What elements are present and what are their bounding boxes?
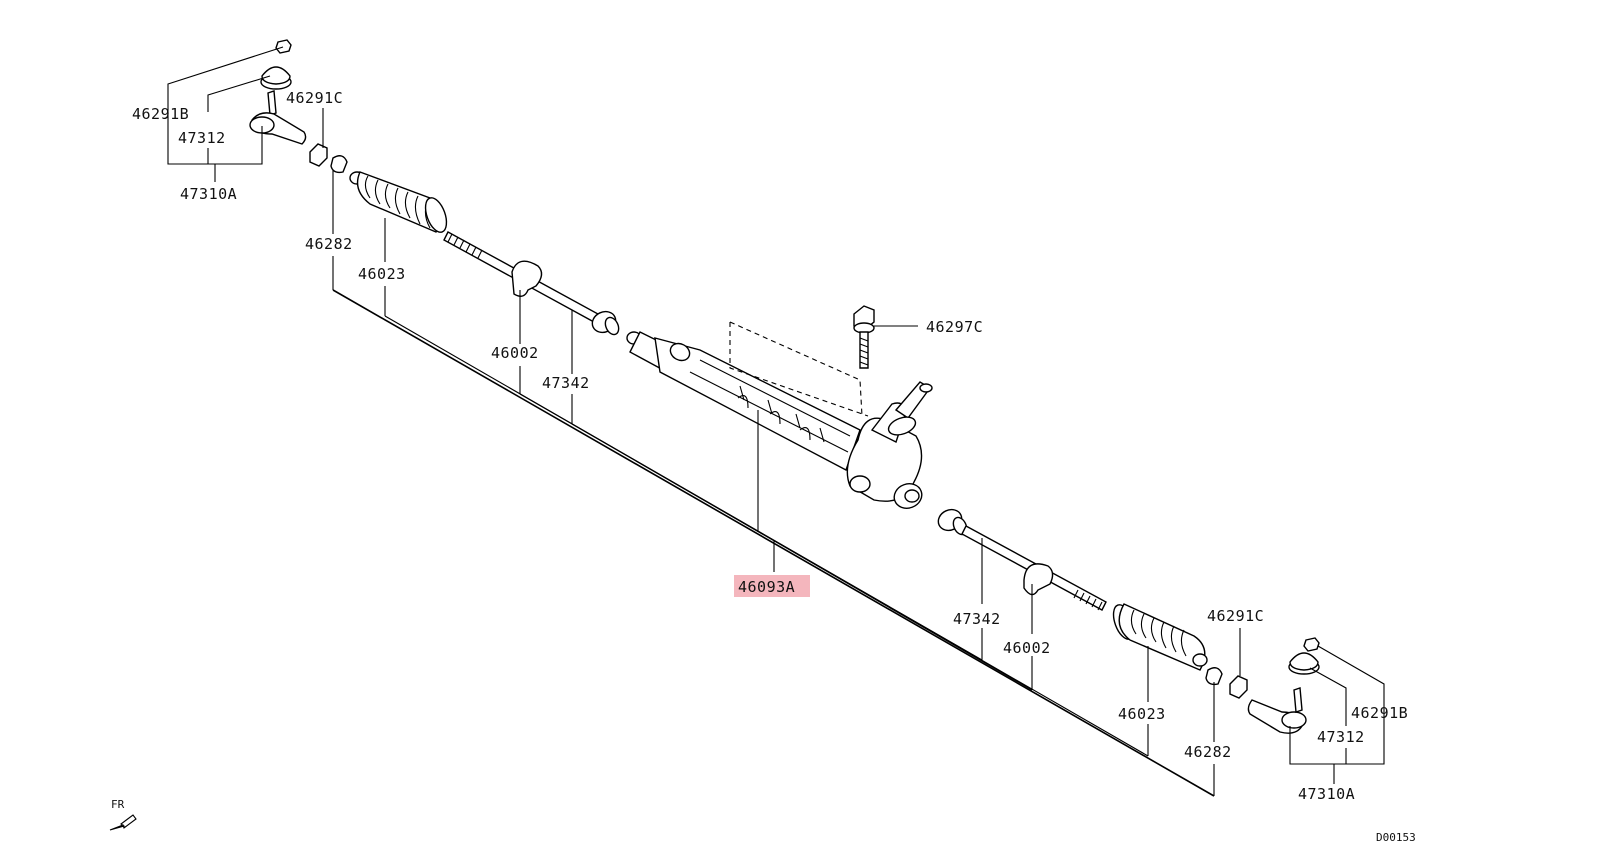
label-46291b-left[interactable]: 46291B [132, 105, 189, 123]
label-46297c[interactable]: 46297C [926, 318, 983, 336]
label-46023-left[interactable]: 46023 [358, 265, 406, 283]
drawing-code: D00153 [1376, 831, 1416, 844]
right-lock-nut[interactable] [1229, 675, 1248, 699]
label-46023-right[interactable]: 46023 [1118, 705, 1166, 723]
left-tie-rod-end[interactable] [249, 90, 307, 145]
right-boot-clamp[interactable] [1023, 563, 1054, 596]
left-bellows-boot[interactable] [349, 171, 451, 235]
mounting-bolt[interactable] [853, 305, 918, 369]
right-tie-rod-end-group [1205, 628, 1385, 796]
left-cap-nut[interactable] [275, 39, 292, 54]
label-46291c-left[interactable]: 46291C [286, 89, 343, 107]
right-clip[interactable] [1205, 667, 1223, 686]
assembly-bracket-lines [332, 289, 1215, 797]
highlight-46093a [734, 575, 810, 597]
right-dust-cover[interactable] [1288, 652, 1320, 675]
label-47342-right[interactable]: 47342 [953, 610, 1001, 628]
part-labels: 46291B 47312 47310A 46291C 46282 46023 4… [132, 89, 1408, 803]
label-46002-left[interactable]: 46002 [491, 344, 539, 362]
right-tie-rod-end[interactable] [1247, 687, 1307, 734]
label-46002-right[interactable]: 46002 [1003, 639, 1051, 657]
left-boot-clamp[interactable] [511, 260, 543, 297]
label-46291b-right[interactable]: 46291B [1351, 704, 1408, 722]
label-47312-right[interactable]: 47312 [1317, 728, 1365, 746]
front-direction-indicator: FR [109, 798, 137, 831]
left-tie-rod-end-group [167, 39, 386, 316]
label-46093a[interactable]: 46093A [738, 578, 795, 596]
left-clip[interactable] [330, 155, 348, 174]
left-lock-nut[interactable] [309, 143, 328, 167]
label-47310a-left[interactable]: 47310A [180, 185, 237, 203]
label-47342-left[interactable]: 47342 [542, 374, 590, 392]
left-dust-cover[interactable] [260, 66, 292, 90]
label-47310a-right[interactable]: 47310A [1298, 785, 1355, 803]
right-inner-tie-rod[interactable] [935, 506, 1107, 690]
right-bellows-boot[interactable] [1109, 602, 1208, 756]
label-46282-left[interactable]: 46282 [305, 235, 353, 253]
label-46291c-right[interactable]: 46291C [1207, 607, 1264, 625]
right-cap-nut[interactable] [1303, 637, 1320, 652]
label-47312-left[interactable]: 47312 [178, 129, 226, 147]
left-inner-tie-rod[interactable] [443, 231, 621, 424]
direction-label: FR [111, 798, 125, 811]
steering-gear-housing[interactable] [626, 321, 933, 532]
label-46282-right[interactable]: 46282 [1184, 743, 1232, 761]
arrow-down-left-icon [109, 814, 137, 831]
